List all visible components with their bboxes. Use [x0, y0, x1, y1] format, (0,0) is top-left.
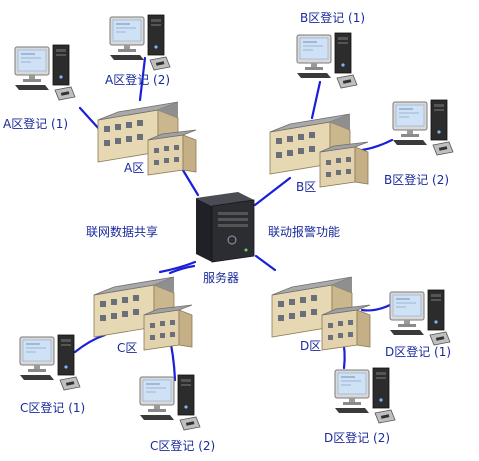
terminal-A1-label: A区登记 (1)	[3, 116, 68, 131]
zone-A-label: A区	[124, 161, 144, 175]
terminal-C2-label: C区登记 (2)	[150, 438, 215, 453]
link-D1-building	[360, 303, 392, 312]
workstation-B2-icon	[392, 99, 454, 156]
link-C-building-server	[158, 260, 197, 274]
zone-D-label: D区	[300, 339, 321, 353]
link-server-wave-left	[168, 264, 196, 275]
workstation-D1-icon	[389, 289, 451, 346]
workstation-A2-icon	[109, 14, 171, 71]
link-B1-building	[310, 80, 322, 120]
workstation-A1-icon	[14, 44, 76, 101]
terminal-A2-label: A区登记 (2)	[105, 72, 170, 87]
workstation-D2-icon	[334, 367, 396, 424]
terminal-B1-label: B区登记 (1)	[300, 10, 365, 25]
link-A1-building	[78, 106, 102, 132]
zone-B-label: B区	[296, 180, 316, 194]
server-icon	[196, 192, 255, 263]
link-B-building-server	[253, 176, 292, 207]
annotation-alarm-linkage: 联动报警功能	[268, 224, 340, 239]
link-C1-building	[73, 333, 107, 354]
terminal-C1-label: C区登记 (1)	[20, 400, 85, 415]
terminal-D1-label: D区登记 (1)	[385, 344, 451, 359]
workstation-C2-icon	[139, 374, 201, 431]
annotation-data-sharing: 联网数据共享	[86, 224, 158, 239]
terminal-D2-label: D区登记 (2)	[324, 430, 390, 445]
link-A2-building	[138, 56, 147, 102]
building-C-icon	[93, 276, 193, 351]
zone-C-label: C区	[117, 341, 137, 355]
terminal-B2-label: B区登记 (2)	[384, 172, 449, 187]
workstation-C1-icon	[19, 334, 81, 391]
building-A-icon	[97, 101, 197, 176]
workstation-B1-icon	[296, 32, 358, 89]
link-B2-building	[360, 138, 394, 152]
building-B-icon	[269, 113, 369, 188]
server-label: 服务器	[203, 270, 239, 285]
link-D-building-server	[254, 254, 277, 272]
